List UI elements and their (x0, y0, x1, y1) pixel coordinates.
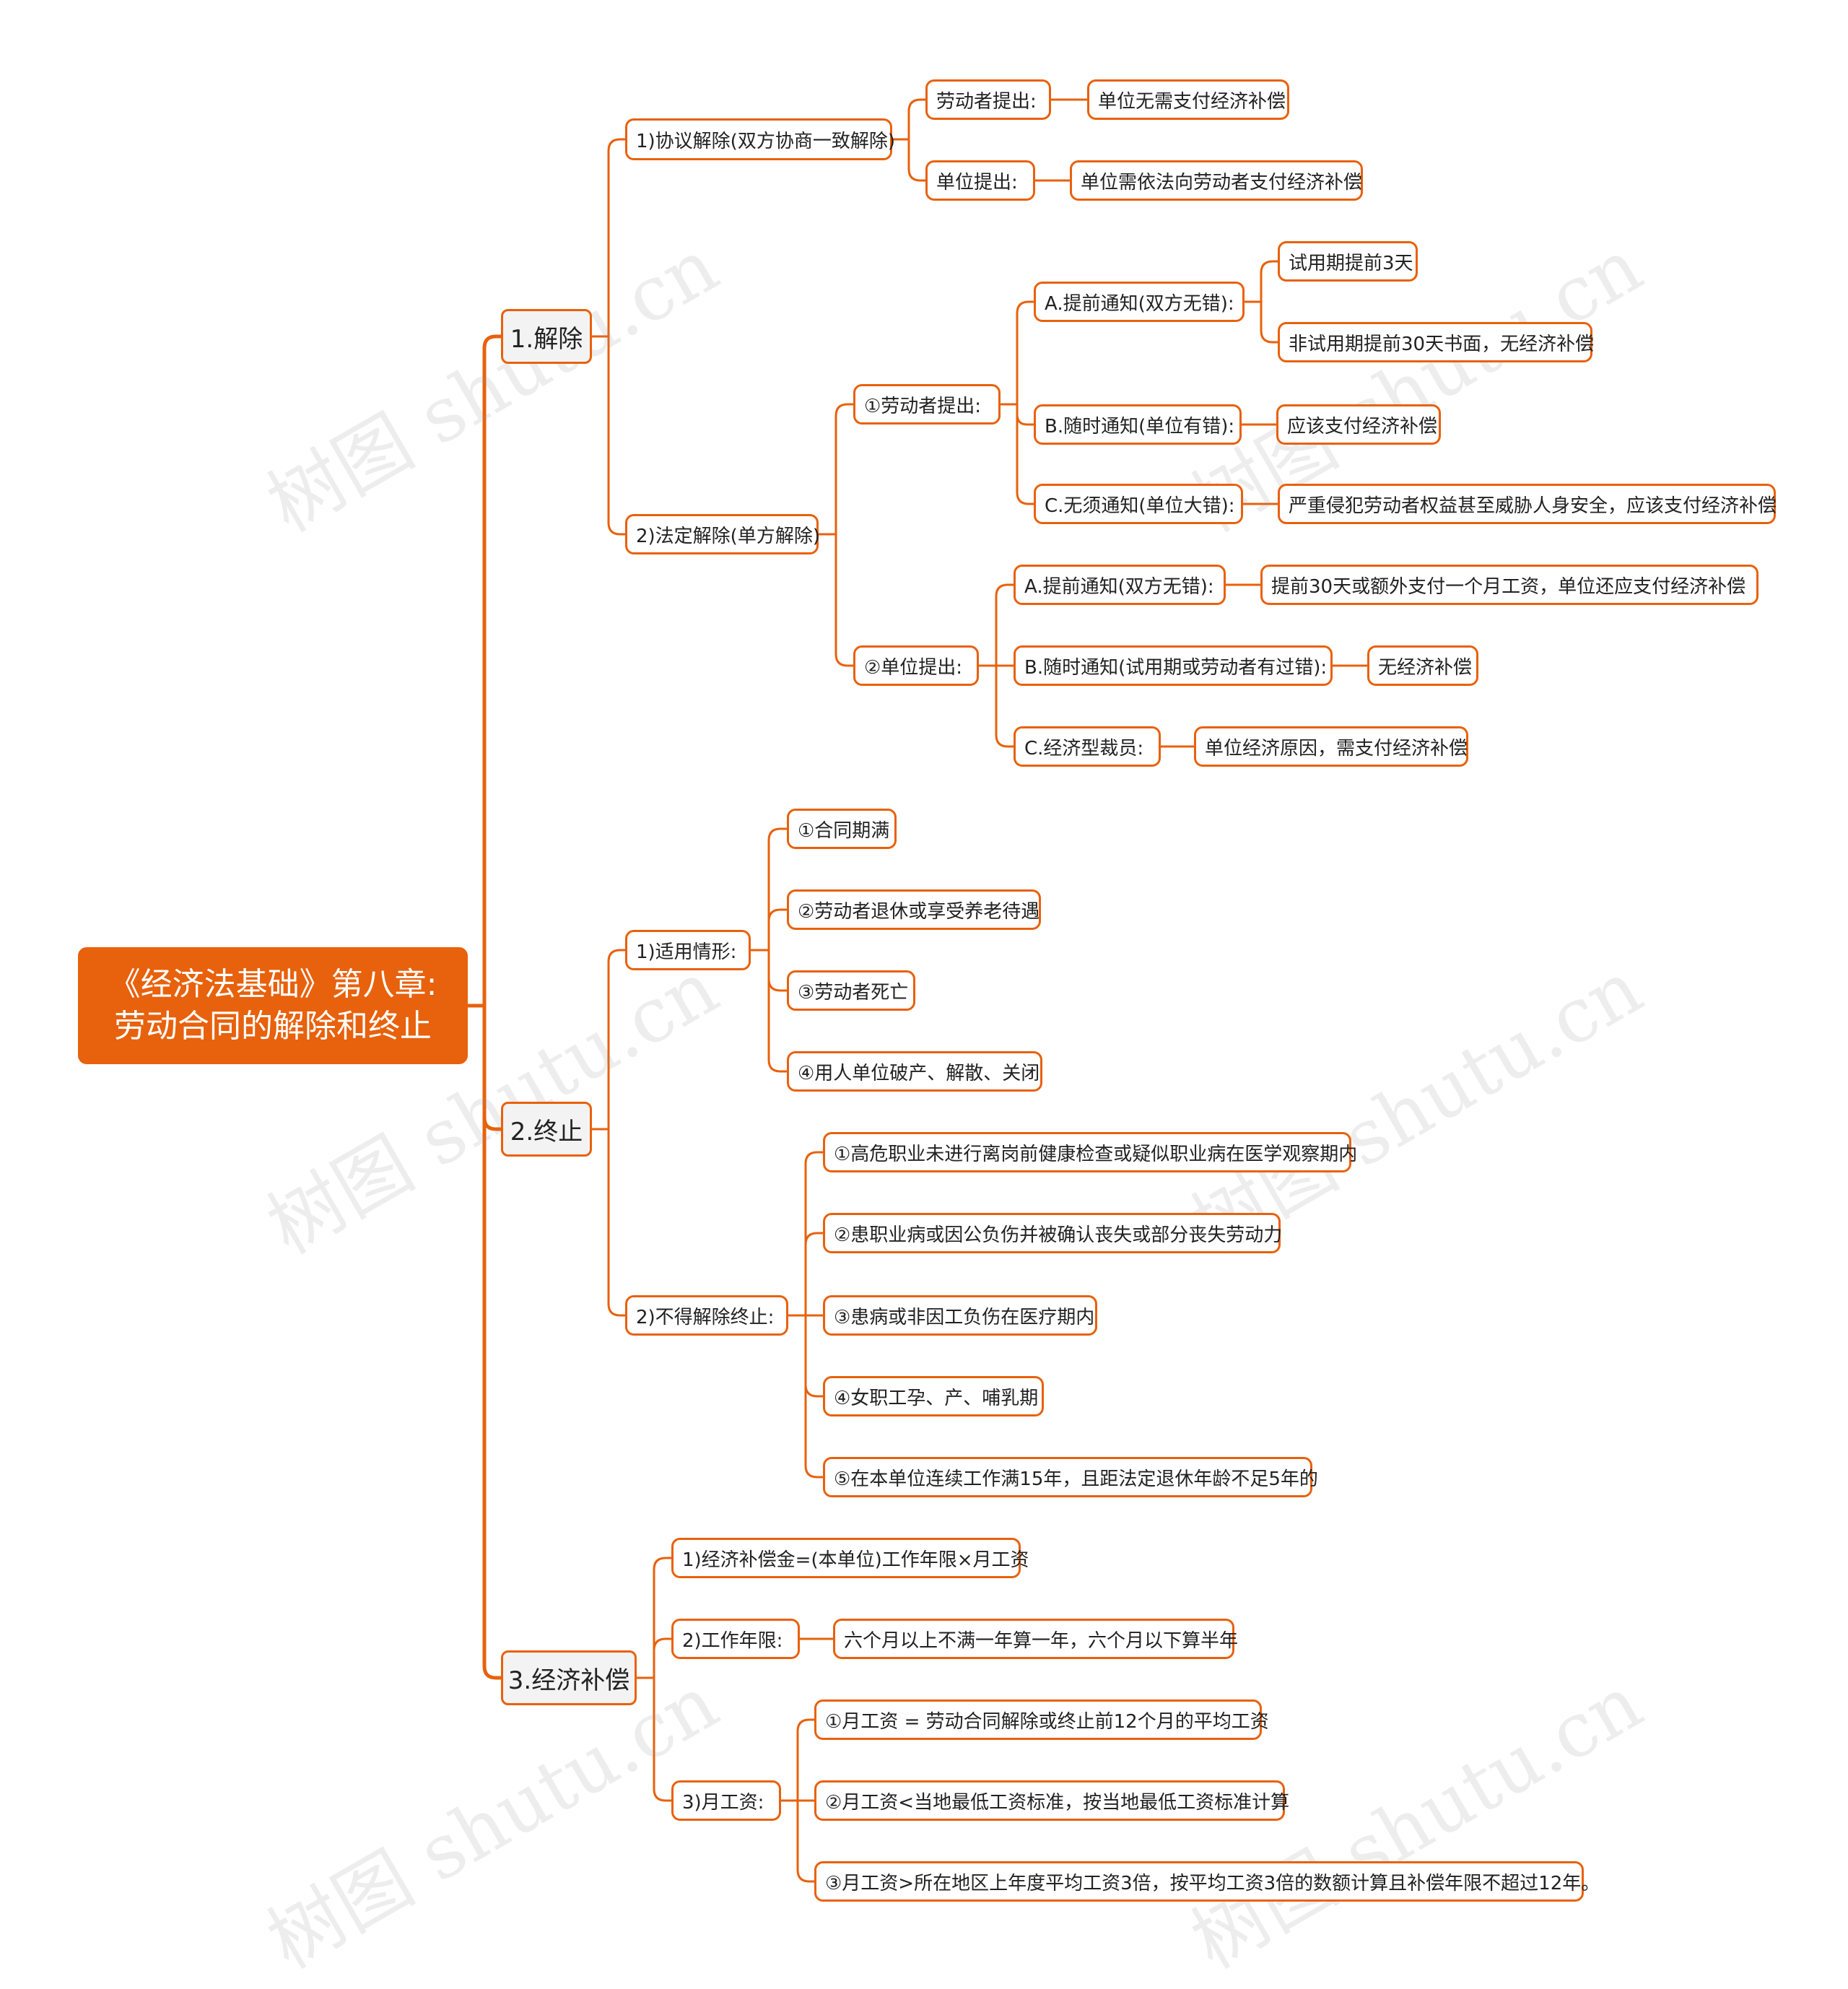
prohibited-high-risk-occupation[interactable]: ①高危职业未进行离岗前健康检查或疑似职业病在医学观察期内 (823, 1132, 1357, 1172)
connector-n1-n1_1 (592, 138, 625, 338)
connector-n2_2-n2_2a (788, 1151, 823, 1317)
case-worker-retired[interactable]: ②劳动者退休或享受养老待遇 (787, 889, 1041, 930)
root-title-line2: 劳动合同的解除和终止 (114, 1008, 432, 1045)
branch-compensation[interactable]: 3.经济补偿 (501, 1650, 637, 1705)
worker-no-notice-result[interactable]: 严重侵犯劳动者权益甚至威胁人身安全，应该支付经济补偿 (1278, 484, 1777, 524)
connector-n1_1-n1_1a (892, 98, 925, 141)
connector-n1_2b-n1_2bA (979, 583, 1014, 667)
prohibited-pregnancy[interactable]: ④女职工孕、产、哺乳期 (823, 1376, 1044, 1416)
connector-n3-n3_2 (637, 1637, 671, 1679)
connector-n2-n2_1 (592, 949, 625, 1131)
root-title-line1: 《经济法基础》第八章: (108, 966, 437, 1003)
monthly-wage-cap[interactable]: ③月工资>所在地区上年度平均工资3倍，按平均工资3倍的数额计算且补偿年限不超过1… (814, 1861, 1600, 1902)
statutory-by-worker[interactable]: ①劳动者提出: (853, 384, 1001, 425)
worker-immediate-result[interactable]: 应该支付经济补偿 (1276, 404, 1441, 445)
mutual-termination[interactable]: 1)协议解除(双方协商一致解除) (625, 118, 895, 160)
employer-immediate-result[interactable]: 无经济补偿 (1367, 645, 1478, 686)
connector-n2_1-n2_1d (751, 949, 787, 1073)
employer-advance-result[interactable]: 提前30天或额外支付一个月工资，单位还应支付经济补偿 (1260, 565, 1758, 605)
prohibited-medical-period[interactable]: ③患病或非因工负伤在医疗期内 (823, 1295, 1097, 1336)
case-worker-died[interactable]: ③劳动者死亡 (787, 970, 915, 1011)
connector-n1_2-n1_2b (819, 533, 853, 667)
working-years[interactable]: 2)工作年限: (671, 1619, 800, 1659)
connector-n2-n2_2 (592, 1128, 625, 1317)
worker-non-probation-30-days[interactable]: 非试用期提前30天书面，无经济补偿 (1278, 322, 1594, 362)
connector-root-n3 (468, 1004, 501, 1680)
connector-n3-n3_1 (637, 1557, 671, 1679)
connector-n1_2-n1_2a (819, 403, 853, 536)
employer-immediate-notice[interactable]: B.随时通知(试用期或劳动者有过错): (1014, 645, 1333, 686)
expiry-prohibited-cases[interactable]: 2)不得解除终止: (625, 1295, 788, 1336)
expiry-applicable-cases[interactable]: 1)适用情形: (625, 930, 751, 970)
branch-termination[interactable]: 1.解除 (501, 309, 592, 364)
branch-expiry[interactable]: 2.终止 (501, 1102, 592, 1157)
employer-advance-notice[interactable]: A.提前通知(双方无错): (1014, 565, 1226, 605)
monthly-wage-minimum[interactable]: ②月工资<当地最低工资标准，按当地最低工资标准计算 (814, 1780, 1289, 1821)
prohibited-occupational-disease[interactable]: ②患职业病或因公负伤并被确认丧失或部分丧失劳动力 (823, 1213, 1282, 1253)
mutual-by-employer[interactable]: 单位提出: (925, 160, 1035, 201)
connector-n2_2-n2_2b (788, 1232, 823, 1317)
case-contract-expired[interactable]: ①合同期满 (787, 809, 897, 849)
case-employer-closed[interactable]: ④用人单位破产、解散、关闭 (787, 1051, 1042, 1092)
compensation-formula[interactable]: 1)经济补偿金=(本单位)工作年限×月工资 (671, 1538, 1029, 1578)
connector-n1_1-n1_1b (892, 138, 925, 182)
mutual-by-worker-result[interactable]: 单位无需支付经济补偿 (1087, 79, 1289, 120)
monthly-wage-average[interactable]: ①月工资 = 劳动合同解除或终止前12个月的平均工资 (814, 1699, 1269, 1740)
connector-n2_1-n2_1a (751, 827, 787, 952)
connector-n3-n3_3 (637, 1676, 671, 1802)
connector-root-n1 (468, 334, 501, 1008)
employer-layoff-result[interactable]: 单位经济原因，需支付经济补偿 (1194, 726, 1468, 767)
connector-n3_3-n3_3c (781, 1799, 814, 1883)
worker-advance-notice[interactable]: A.提前通知(双方无错): (1034, 282, 1245, 322)
connector-n1-n1_2 (592, 335, 625, 536)
worker-immediate-notice[interactable]: B.随时通知(单位有错): (1034, 404, 1242, 445)
connector-n2_2-n2_2e (788, 1314, 823, 1479)
mutual-by-worker[interactable]: 劳动者提出: (925, 79, 1051, 120)
statutory-termination[interactable]: 2)法定解除(单方解除) (625, 514, 820, 554)
mutual-by-employer-result[interactable]: 单位需依法向劳动者支付经济补偿 (1070, 160, 1363, 201)
connector-n1_2b-n1_2bC (979, 664, 1014, 748)
worker-no-notice[interactable]: C.无须通知(单位大错): (1034, 484, 1243, 524)
statutory-by-employer[interactable]: ②单位提出: (853, 645, 979, 686)
working-years-rule[interactable]: 六个月以上不满一年算一年，六个月以下算半年 (833, 1619, 1238, 1659)
connector-n1_2a-n1_2aA (1001, 300, 1034, 406)
prohibited-long-service[interactable]: ⑤在本单位连续工作满15年，且距法定退休年龄不足5年的 (823, 1457, 1318, 1497)
connector-n1_2a-n1_2aC (1001, 403, 1034, 505)
connector-n2_1-n2_1b (751, 908, 787, 952)
root-topic[interactable]: 《经济法基础》第八章: 劳动合同的解除和终止 (78, 947, 468, 1064)
worker-probation-3-days[interactable]: 试用期提前3天 (1278, 241, 1418, 282)
employer-layoff[interactable]: C.经济型裁员: (1014, 726, 1161, 767)
monthly-wage[interactable]: 3)月工资: (671, 1780, 781, 1821)
connector-n3_3-n3_3a (781, 1718, 814, 1802)
connector-n1_2aA-n1_2aA1 (1245, 260, 1278, 303)
connector-n1_2aA-n1_2aA2 (1245, 300, 1278, 344)
